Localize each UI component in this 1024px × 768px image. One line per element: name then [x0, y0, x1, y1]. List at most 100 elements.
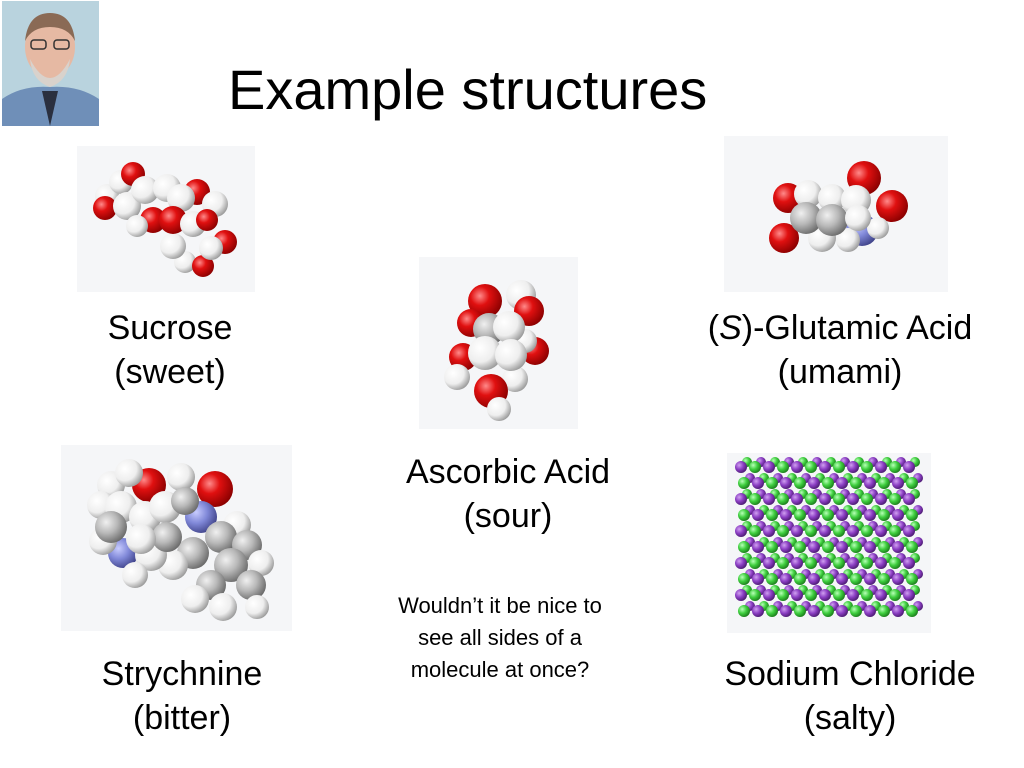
lattice-ion — [780, 573, 792, 585]
lattice-ion — [892, 509, 904, 521]
lattice-ion — [850, 573, 862, 585]
lattice-ion — [791, 589, 803, 601]
glutamic-acid-name: (S)-Glutamic Acid — [680, 306, 1000, 350]
lattice-ion — [819, 461, 831, 473]
lattice-ion — [864, 605, 876, 617]
lattice-ion — [878, 509, 890, 521]
glutamic-stereo: S — [719, 309, 742, 347]
lattice-ion — [822, 541, 834, 553]
ascorbic-acid-name: Ascorbic Acid — [405, 453, 611, 491]
lattice-ion — [808, 477, 820, 489]
glutamic-prefix: ( — [707, 309, 720, 347]
lattice-ion — [777, 557, 789, 569]
lattice-ion — [822, 605, 834, 617]
lattice-ion — [878, 573, 890, 585]
lattice-ion — [791, 461, 803, 473]
lattice-ion — [875, 589, 887, 601]
lattice-ion — [903, 461, 915, 473]
lattice-ion — [847, 525, 859, 537]
lattice-ion — [763, 589, 775, 601]
lattice-ion — [819, 493, 831, 505]
lattice-ion — [889, 589, 901, 601]
lattice-ion — [752, 509, 764, 521]
lattice-ion — [836, 573, 848, 585]
lattice-ion — [791, 557, 803, 569]
lattice-ion — [738, 573, 750, 585]
lattice-ion — [822, 477, 834, 489]
sucrose-label: Sucrose (sweet) — [40, 306, 300, 394]
lattice-ion — [752, 605, 764, 617]
lattice-ion — [749, 493, 761, 505]
lattice-ion — [808, 573, 820, 585]
lattice-ion — [903, 557, 915, 569]
strychnine-taste: (bitter) — [132, 699, 232, 737]
glutamic-suffix: )-Glutamic Acid — [741, 309, 973, 347]
lattice-ion — [850, 477, 862, 489]
lattice-ion — [794, 477, 806, 489]
lattice-ion — [808, 541, 820, 553]
glutamic-acid-molecule-image — [724, 136, 948, 292]
lattice-ion — [819, 525, 831, 537]
lattice-ion — [794, 509, 806, 521]
lattice-ion — [738, 541, 750, 553]
sodium-chloride-name: Sodium Chloride — [724, 655, 976, 693]
lattice-ion — [875, 525, 887, 537]
lattice-ion — [892, 573, 904, 585]
lattice-ion — [864, 509, 876, 521]
lattice-ion — [794, 541, 806, 553]
lattice-ion — [850, 509, 862, 521]
lattice-ion — [805, 461, 817, 473]
note-text: Wouldn’t it be nice to see all sides of … — [350, 590, 650, 686]
lattice-ion — [847, 461, 859, 473]
lattice-ion — [735, 525, 747, 537]
lattice-ion — [738, 509, 750, 521]
sodium-chloride-label: Sodium Chloride (salty) — [690, 652, 1010, 740]
lattice-ion — [906, 509, 918, 521]
lattice-ion — [749, 557, 761, 569]
lattice-ion — [763, 557, 775, 569]
lattice-ion — [878, 605, 890, 617]
lattice-ion — [906, 605, 918, 617]
lattice-ion — [889, 493, 901, 505]
lattice-ion — [766, 573, 778, 585]
lattice-ion — [861, 525, 873, 537]
lattice-ion — [777, 589, 789, 601]
lattice-ion — [766, 477, 778, 489]
lattice-ion — [847, 557, 859, 569]
strychnine-molecule-image — [61, 445, 292, 631]
note-line: molecule at once? — [410, 657, 590, 682]
lattice-ion — [861, 589, 873, 601]
lattice-ion — [861, 461, 873, 473]
lattice-ion — [777, 525, 789, 537]
lattice-ion — [766, 541, 778, 553]
lattice-ion — [889, 557, 901, 569]
lattice-ion — [794, 573, 806, 585]
lattice-ion — [805, 493, 817, 505]
lattice-ion — [850, 541, 862, 553]
lattice-ion — [749, 461, 761, 473]
lattice-ion — [878, 477, 890, 489]
sodium-chloride-lattice-image — [727, 453, 931, 633]
lattice-ion — [892, 605, 904, 617]
lattice-ion — [791, 525, 803, 537]
lattice-ion — [903, 589, 915, 601]
lattice-ion — [847, 589, 859, 601]
lattice-ion — [763, 461, 775, 473]
lattice-ion — [752, 573, 764, 585]
lattice-ion — [805, 525, 817, 537]
lattice-ion — [850, 605, 862, 617]
lattice-ion — [791, 493, 803, 505]
lattice-ion — [780, 477, 792, 489]
lattice-ion — [836, 509, 848, 521]
lattice-ion — [889, 461, 901, 473]
ascorbic-acid-taste: (sour) — [463, 497, 553, 535]
glutamic-acid-taste: (umami) — [777, 353, 903, 391]
lattice-ion — [861, 493, 873, 505]
lattice-ion — [777, 461, 789, 473]
lattice-ion — [738, 605, 750, 617]
presenter-photo — [2, 1, 99, 126]
lattice-ion — [847, 493, 859, 505]
lattice-ion — [766, 509, 778, 521]
lattice-ion — [735, 589, 747, 601]
lattice-ion — [836, 477, 848, 489]
